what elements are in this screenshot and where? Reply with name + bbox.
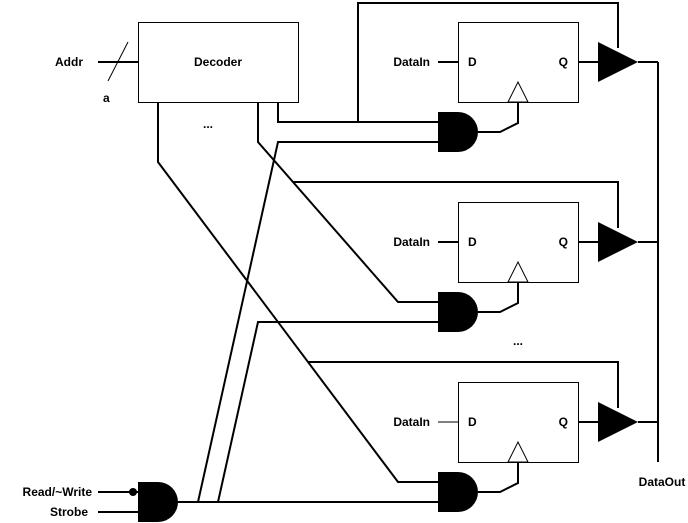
decoder-block [138, 22, 299, 103]
strobe-label: Strobe [50, 505, 88, 519]
data-in-label: DataIn [393, 55, 430, 69]
data-in-label: DataIn [393, 415, 430, 429]
data-out-label: DataOut [639, 475, 686, 489]
bus-width-label: a [103, 91, 110, 105]
strobe-wire-2 [217, 321, 438, 503]
decoder-ellipsis: ... [203, 117, 213, 131]
read-write-label: Read/~Write [23, 485, 93, 499]
and-gate [438, 472, 478, 512]
tristate-buffer [598, 222, 638, 262]
addr-label: Addr [55, 55, 83, 69]
data-in-label: DataIn [393, 235, 430, 249]
d-label: D [468, 235, 477, 249]
flip-flop [458, 22, 579, 103]
flip-flop [458, 382, 579, 463]
q-label: Q [559, 55, 568, 69]
tristate-buffer [598, 42, 638, 82]
inverter-bubble [129, 488, 137, 496]
memory-row-3: DataIn D Q [393, 382, 658, 512]
decoder-label: Decoder [194, 55, 242, 69]
and-gate [438, 292, 478, 332]
clock-wire [478, 462, 519, 493]
rows-ellipsis: ... [513, 334, 523, 348]
memory-row-2: DataIn D Q [393, 202, 658, 332]
strobe-and-gate [138, 482, 178, 522]
clock-wire [478, 102, 519, 133]
strobe-wire-1 [197, 141, 438, 503]
tristate-buffer [598, 402, 638, 442]
q-label: Q [559, 235, 568, 249]
d-label: D [468, 415, 477, 429]
bus-slash [107, 41, 129, 82]
select-wire-1 [277, 102, 438, 123]
q-label: Q [559, 415, 568, 429]
select-wire-2 [257, 102, 438, 303]
clock-wire [478, 282, 519, 313]
d-label: D [468, 55, 477, 69]
enable-wire-1 [357, 2, 619, 122]
flip-flop [458, 202, 579, 283]
memory-row-1: DataIn D Q [393, 22, 658, 152]
enable-wire-3 [308, 361, 619, 408]
and-gate [438, 112, 478, 152]
enable-wire-2 [293, 181, 619, 228]
